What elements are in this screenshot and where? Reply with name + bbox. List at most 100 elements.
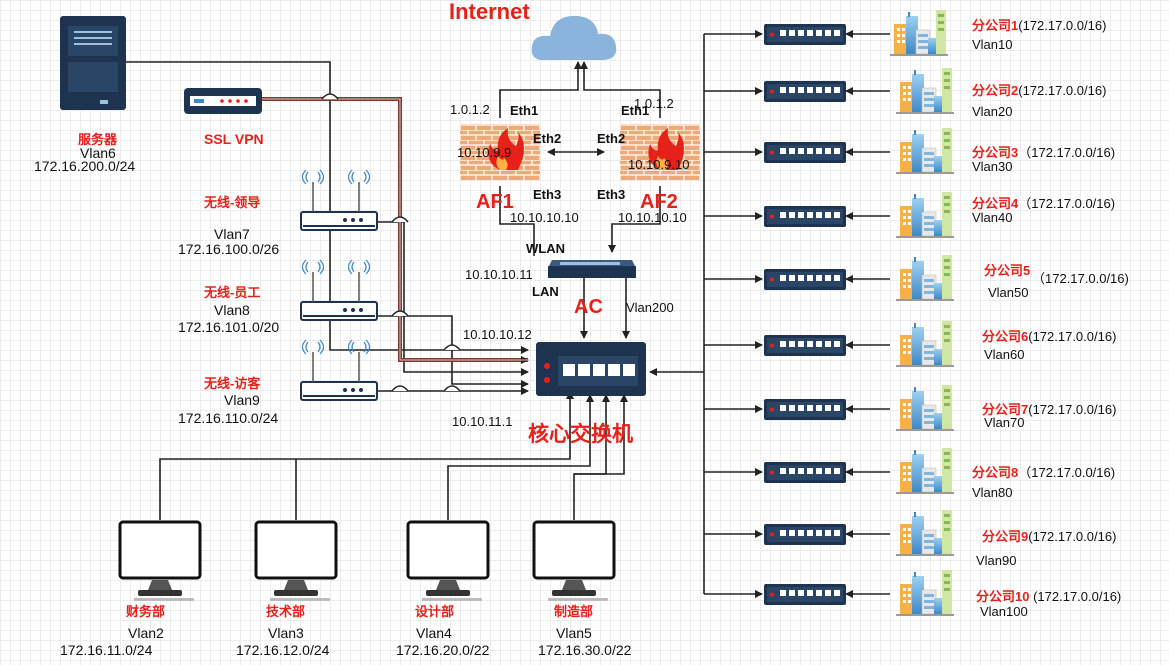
branch-row: 分公司5 xyxy=(984,264,1030,277)
af2-eth1: Eth1 xyxy=(621,103,650,118)
branch-backbone xyxy=(649,30,890,598)
ac-controller-icon xyxy=(548,260,636,278)
af2-lan-ip: 10.10.10.10 xyxy=(618,210,687,225)
branch-net: (172.17.0.0/16) xyxy=(1018,18,1107,33)
branch-name: 分公司6 xyxy=(982,329,1029,344)
dept-tech-label: 技术部 xyxy=(266,604,306,619)
branch-net: （172.17.0.0/16) xyxy=(1032,271,1129,286)
branch-net: (172.17.0.0/16) xyxy=(1028,402,1117,417)
wan-links xyxy=(499,61,661,339)
buildings-icon xyxy=(889,9,949,57)
core-bottom-ip: 10.10.11.1 xyxy=(452,414,513,429)
ac-label: AC xyxy=(574,296,603,318)
branch-net: （172.17.0.0/16) xyxy=(1018,145,1116,160)
switch-icon xyxy=(764,24,846,45)
wireless-guest-subnet: 172.16.110.0/24 xyxy=(178,410,279,426)
branch-row: 分公司10 (172.17.0.0/16) xyxy=(976,590,1121,603)
switch-icon xyxy=(764,399,846,420)
branch-row: 分公司1(172.17.0.0/16) xyxy=(972,19,1106,32)
switch-icon xyxy=(764,206,846,227)
server-icon xyxy=(60,16,126,110)
ac-lan-port: LAN xyxy=(532,284,559,299)
branch-net: (172.17.0.0/16) xyxy=(1018,83,1107,98)
branch-vlan: Vlan90 xyxy=(976,553,1017,568)
branch-net: （172.17.0.0/16) xyxy=(1018,196,1116,211)
server-vlan: Vlan6 xyxy=(80,145,116,161)
branch-row: 分公司8（172.17.0.0/16) xyxy=(972,466,1115,479)
ac-vlan: Vlan200 xyxy=(626,300,674,315)
branch-row: 分公司9(172.17.0.0/16) xyxy=(982,530,1116,543)
dept-design-label: 设计部 xyxy=(415,604,455,619)
dept-tech-subnet: 172.16.12.0/24 xyxy=(236,642,330,658)
dept-manufacture-label: 制造部 xyxy=(554,604,594,619)
af1-eth1: Eth1 xyxy=(510,103,539,118)
dept-design-subnet: 172.16.20.0/22 xyxy=(396,642,490,658)
firewall-af1-icon xyxy=(460,124,540,180)
dept-manufacture-vlan: Vlan5 xyxy=(556,625,592,641)
branch-name: 分公司10 xyxy=(976,589,1030,604)
branch-name: 分公司5 xyxy=(984,263,1031,278)
branch-vlan: Vlan50 xyxy=(988,285,1029,300)
wireless-ap-icon xyxy=(300,169,378,231)
wireless-lead-subnet: 172.16.100.0/26 xyxy=(178,241,280,257)
branch-vlan: Vlan30 xyxy=(972,159,1013,174)
dept-finance-label: 财务部 xyxy=(126,604,166,619)
monitor-icon xyxy=(406,520,490,603)
branch-row: 分公司3（172.17.0.0/16) xyxy=(972,146,1115,159)
dept-tech-vlan: Vlan3 xyxy=(268,625,304,641)
switch-icon xyxy=(764,462,846,483)
buildings-icon xyxy=(895,191,955,239)
ac-wlan-port: WLAN xyxy=(526,241,565,256)
branch-name: 分公司2 xyxy=(972,83,1019,98)
branch-net: (172.17.0.0/16) xyxy=(1028,529,1117,544)
wireless-guest-label: 无线-访客 xyxy=(204,376,261,391)
core-top-ip: 10.10.10.12 xyxy=(463,327,532,342)
dept-design-vlan: Vlan4 xyxy=(416,625,452,641)
core-switch-label: 核心交换机 xyxy=(528,423,633,446)
branch-net: (172.17.0.0/16) xyxy=(1029,589,1122,604)
buildings-icon xyxy=(895,447,955,495)
af2-label: AF2 xyxy=(640,191,678,213)
buildings-icon xyxy=(895,569,955,617)
monitor-icon xyxy=(254,520,338,603)
wireless-staff-subnet: 172.16.101.0/20 xyxy=(178,319,280,335)
af1-wan-ip: 1.0.1.2 xyxy=(450,102,490,117)
af2-eth3: Eth3 xyxy=(597,187,626,202)
branch-net: （172.17.0.0/16) xyxy=(1018,465,1116,480)
switch-icon xyxy=(764,584,846,605)
af1-eth3: Eth3 xyxy=(533,187,562,202)
dept-finance-subnet: 172.16.11.0/24 xyxy=(60,642,153,658)
switch-icon xyxy=(764,335,846,356)
branch-name: 分公司9 xyxy=(982,529,1029,544)
server-subnet: 172.16.200.0/24 xyxy=(34,158,136,174)
dept-manufacture-subnet: 172.16.30.0/22 xyxy=(538,642,632,658)
branch-vlan: Vlan60 xyxy=(984,347,1025,362)
cloud-icon xyxy=(531,15,617,60)
switch-icon xyxy=(764,269,846,290)
branch-row: 分公司6(172.17.0.0/16) xyxy=(982,330,1116,343)
af2-mid-ip: 10.10.9.10 xyxy=(628,157,690,172)
monitor-icon xyxy=(532,520,616,603)
ac-ip: 10.10.10.11 xyxy=(465,267,533,282)
branch-name: 分公司3 xyxy=(972,145,1019,160)
internet-title: Internet xyxy=(449,0,530,24)
branch-vlan: Vlan70 xyxy=(984,415,1025,430)
dept-finance-vlan: Vlan2 xyxy=(128,625,164,641)
buildings-icon xyxy=(895,384,955,432)
switch-icon xyxy=(764,142,846,163)
switch-icon xyxy=(764,524,846,545)
af1-mid-ip: 10.10.9.9 xyxy=(457,145,512,160)
branch-name: 分公司4 xyxy=(972,196,1019,211)
branch-vlan: Vlan10 xyxy=(972,37,1013,52)
branch-name: 分公司7 xyxy=(982,402,1029,417)
branch-vlan: Vlan20 xyxy=(972,104,1013,119)
wireless-ap-icon xyxy=(300,259,378,321)
sslvpn-label: SSL VPN xyxy=(204,131,264,147)
af1-eth2: Eth2 xyxy=(533,131,562,146)
branch-row: 分公司4（172.17.0.0/16) xyxy=(972,197,1115,210)
wireless-guest-vlan: Vlan9 xyxy=(224,392,260,408)
buildings-icon xyxy=(895,320,955,368)
buildings-icon xyxy=(895,127,955,175)
buildings-icon xyxy=(895,509,955,557)
